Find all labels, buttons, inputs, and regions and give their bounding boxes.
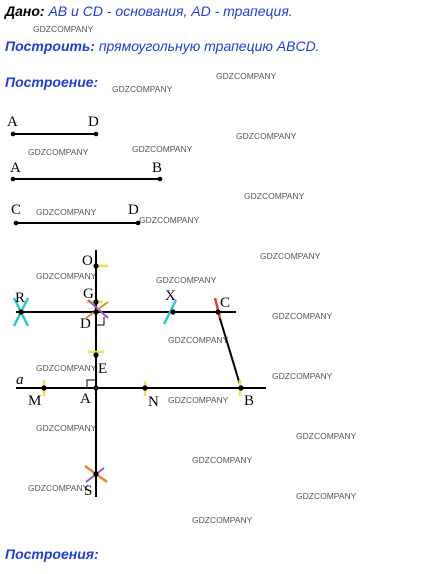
point-n <box>142 385 148 391</box>
watermark: GDZCOMPANY <box>28 483 89 493</box>
given-cd: CD <box>82 3 103 19</box>
label-seg-ab-a: A <box>10 160 21 176</box>
construction-heading: Построение: <box>5 74 98 90</box>
label-g: G <box>83 286 94 302</box>
right-angle-mark <box>86 379 96 388</box>
point <box>10 176 16 182</box>
construction-label: Построение: <box>5 74 99 90</box>
build-text: прямоугольную трапецию <box>94 38 277 54</box>
given-ab: AB <box>48 3 68 19</box>
label-seg-cd-d: D <box>128 202 139 218</box>
watermarks: GDZCOMPANY GDZCOMPANY GDZCOMPANY GDZCOMP… <box>28 24 357 525</box>
point-d <box>93 309 99 315</box>
label-seg-ad-a: A <box>7 114 18 130</box>
side-cb <box>217 311 242 389</box>
watermark: GDZCOMPANY <box>36 423 97 433</box>
watermark: GDZCOMPANY <box>28 147 89 157</box>
given-ad: AD <box>191 3 211 19</box>
watermark: GDZCOMPANY <box>156 275 217 285</box>
watermark: GDZCOMPANY <box>36 207 97 217</box>
watermark: GDZCOMPANY <box>192 515 253 525</box>
point-s <box>93 471 99 477</box>
label-seg-ab-b: B <box>152 160 162 176</box>
arc-mark <box>213 297 222 319</box>
watermark: GDZCOMPANY <box>272 371 333 381</box>
watermark: GDZCOMPANY <box>168 395 229 405</box>
point-e <box>93 352 99 358</box>
build-dot: . <box>315 38 320 54</box>
watermark: GDZCOMPANY <box>33 24 94 34</box>
point <box>135 220 141 226</box>
label-a: A <box>80 391 91 407</box>
watermark: GDZCOMPANY <box>244 191 305 201</box>
watermark: GDZCOMPANY <box>132 144 193 154</box>
label-o: O <box>82 253 93 269</box>
given-label: Дано: <box>5 3 45 19</box>
point-c <box>215 309 221 315</box>
label-s: S <box>84 483 92 499</box>
point <box>13 220 19 226</box>
label-r: R <box>15 290 25 306</box>
watermark: GDZCOMPANY <box>192 455 253 465</box>
label-d: D <box>80 316 91 332</box>
point <box>157 176 163 182</box>
point-x <box>170 309 176 315</box>
watermark: GDZCOMPANY <box>112 84 173 94</box>
point-a <box>93 385 99 391</box>
watermark: GDZCOMPANY <box>36 271 97 281</box>
build-label: Построить: <box>5 38 95 54</box>
label-n: N <box>148 394 159 410</box>
watermark: GDZCOMPANY <box>296 491 357 501</box>
point-o <box>93 263 99 269</box>
given-line: Дано: AB и CD - основания, AD - трапеция… <box>5 3 293 19</box>
watermark: GDZCOMPANY <box>139 215 200 225</box>
watermark: GDZCOMPANY <box>36 363 97 373</box>
constructions-heading: Построения: <box>5 546 99 562</box>
point-m <box>41 385 47 391</box>
label-e: E <box>98 361 107 377</box>
given-and: и <box>67 3 83 19</box>
point-b <box>238 385 244 391</box>
point-r <box>18 309 24 315</box>
point <box>93 131 99 137</box>
watermark: GDZCOMPANY <box>260 251 321 261</box>
label-c: C <box>220 295 230 311</box>
given-trapezoid: - трапеция. <box>210 3 293 19</box>
given-bases: - основания, <box>102 3 192 19</box>
label-m: M <box>28 393 41 409</box>
point-g <box>93 299 99 305</box>
label-b: B <box>244 393 254 409</box>
label-seg-cd-c: C <box>11 202 21 218</box>
watermark: GDZCOMPANY <box>236 131 297 141</box>
constructions-label: Построения: <box>5 546 99 562</box>
watermark: GDZCOMPANY <box>216 71 277 81</box>
label-line-a: a <box>16 372 24 388</box>
watermark: GDZCOMPANY <box>296 431 357 441</box>
label-seg-ad-d: D <box>88 114 99 130</box>
watermark: GDZCOMPANY <box>168 335 229 345</box>
right-angle-mark <box>96 317 105 326</box>
build-abcd: ABCD <box>276 38 316 54</box>
build-line: Построить: прямоугольную трапецию ABCD. <box>5 38 320 54</box>
label-x: X <box>165 288 176 304</box>
arc-mark <box>162 299 178 325</box>
watermark: GDZCOMPANY <box>272 311 333 321</box>
point <box>10 131 16 137</box>
